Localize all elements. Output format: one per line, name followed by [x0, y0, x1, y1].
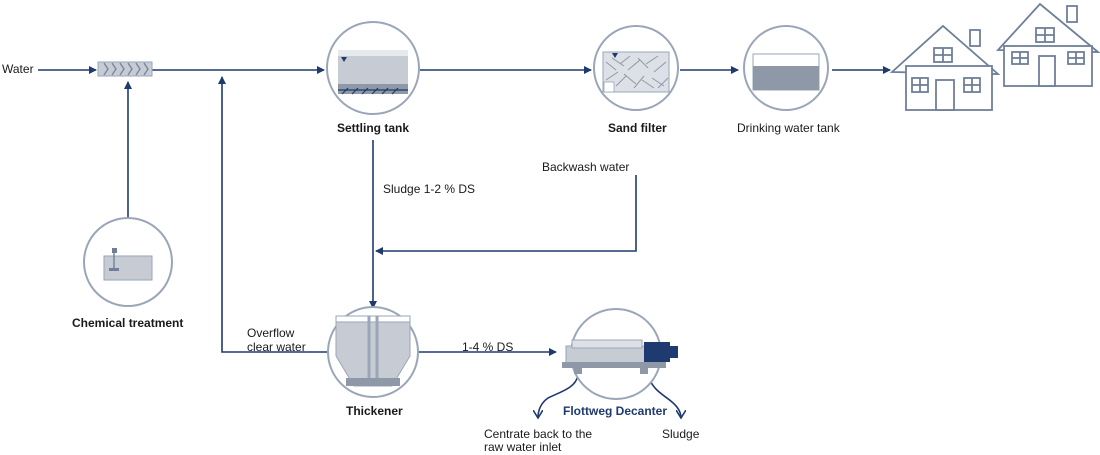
sand-filter-icon — [593, 25, 679, 111]
overflow-return-line — [218, 76, 330, 353]
water-inlet-label: Water — [2, 62, 34, 76]
thickener-icon — [327, 306, 419, 398]
house-icon — [889, 2, 1100, 111]
thickener-label: Thickener — [346, 404, 403, 418]
sand-filter-label: Sand filter — [608, 121, 667, 135]
overflow-label-line2: clear water — [247, 340, 306, 354]
chemical-tank-icon — [83, 217, 173, 307]
sludge-ds-label: Sludge 1-2 % DS — [383, 182, 476, 196]
mixer-icon — [97, 61, 153, 77]
drinking-water-tank-label: Drinking water tank — [737, 121, 840, 135]
backwash-water-label: Backwash water — [542, 160, 630, 174]
flow-lines — [38, 66, 891, 418]
centrate-label-line2: raw water inlet — [484, 440, 562, 454]
sludge-outlet-line — [647, 374, 681, 418]
water-tank-icon — [743, 25, 829, 111]
overflow-label-line1: Overflow — [247, 326, 295, 340]
centrate-label-line1: Centrate back to the — [484, 427, 593, 441]
centrate-outlet-line — [538, 374, 579, 418]
settling-tank-icon — [326, 21, 420, 115]
decanter-label: Flottweg Decanter — [563, 404, 668, 418]
chemical-treatment-label: Chemical treatment — [72, 316, 184, 330]
sludge-out-label: Sludge — [662, 427, 700, 441]
settling-tank-label: Settling tank — [337, 121, 410, 135]
decanter-icon — [562, 308, 678, 400]
ds-1-4-label: 1-4 % DS — [462, 340, 514, 354]
backwash-line — [375, 175, 637, 255]
